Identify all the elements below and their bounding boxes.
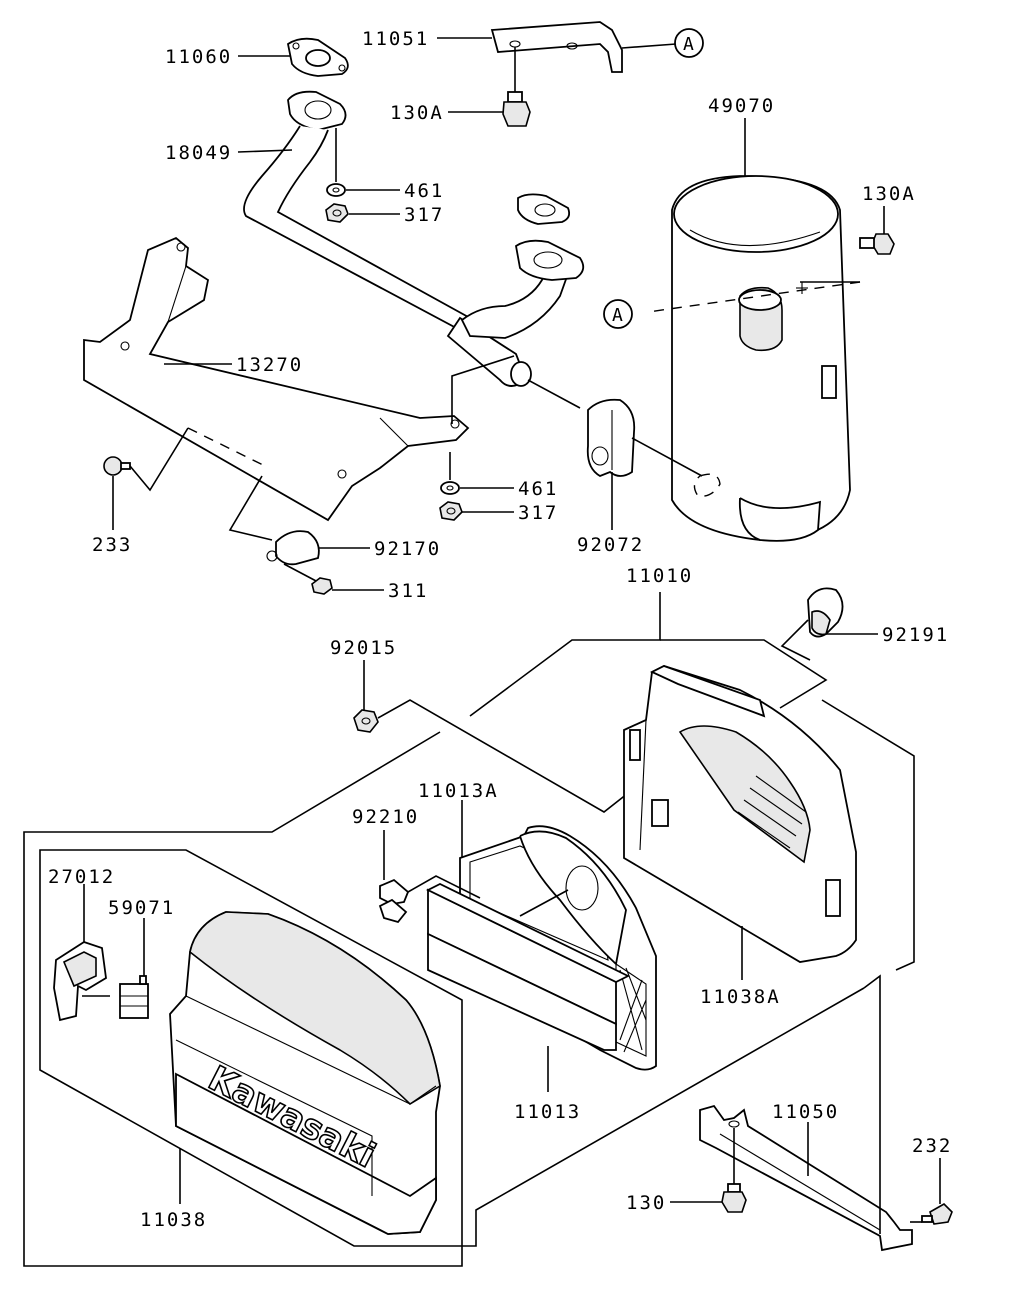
label-311: 311 bbox=[388, 580, 428, 602]
label-27012: 27012 bbox=[48, 866, 115, 888]
gasket-11060 bbox=[286, 37, 349, 77]
bolt-130a-right bbox=[859, 233, 895, 255]
callout-a-top bbox=[674, 28, 704, 58]
screw-232 bbox=[921, 1203, 953, 1225]
bolt-130 bbox=[721, 1183, 747, 1213]
clamp-92072 bbox=[586, 398, 636, 477]
label-130a-top: 130A bbox=[390, 102, 444, 124]
label-11050: 11050 bbox=[772, 1101, 839, 1123]
clip-92210 bbox=[378, 878, 410, 924]
label-11010: 11010 bbox=[626, 565, 693, 587]
hinge-59071 bbox=[119, 975, 149, 1019]
label-18049: 18049 bbox=[165, 142, 232, 164]
label-92191: 92191 bbox=[882, 624, 949, 646]
callout-a-mid-letter: A bbox=[612, 305, 623, 326]
label-11060: 11060 bbox=[165, 46, 232, 68]
air-cleaner-cover-11038: Kawasaki bbox=[169, 911, 441, 1235]
label-92170: 92170 bbox=[374, 538, 441, 560]
air-cleaner-base-11038a bbox=[623, 665, 857, 963]
label-317-mid: 317 bbox=[518, 502, 558, 524]
label-317-top: 317 bbox=[404, 204, 444, 226]
label-92015: 92015 bbox=[330, 637, 397, 659]
label-130a-right: 130A bbox=[862, 183, 916, 205]
label-13270: 13270 bbox=[236, 354, 303, 376]
label-11038: 11038 bbox=[140, 1209, 207, 1231]
screw-233 bbox=[103, 456, 131, 476]
clamp-92170 bbox=[266, 530, 320, 566]
label-49070: 49070 bbox=[708, 95, 775, 117]
label-11051: 11051 bbox=[362, 28, 429, 50]
label-92072: 92072 bbox=[577, 534, 644, 556]
heat-shield-13270 bbox=[83, 236, 470, 522]
label-461-top: 461 bbox=[404, 180, 444, 202]
callout-a-top-letter: A bbox=[683, 34, 694, 55]
label-11013a: 11013A bbox=[418, 780, 499, 802]
nut-311 bbox=[311, 577, 333, 595]
bracket-11050 bbox=[699, 1104, 913, 1252]
label-59071: 59071 bbox=[108, 897, 175, 919]
callout-a-mid bbox=[603, 299, 633, 329]
label-11038a: 11038A bbox=[700, 986, 781, 1008]
pre-filter-11013 bbox=[425, 882, 631, 1051]
label-11013: 11013 bbox=[514, 1101, 581, 1123]
washer-461-top bbox=[326, 183, 346, 197]
label-130: 130 bbox=[626, 1192, 666, 1214]
label-461-mid: 461 bbox=[518, 478, 558, 500]
label-233: 233 bbox=[92, 534, 132, 556]
exhaust-pipe-18049 bbox=[243, 90, 585, 387]
nut-317-top bbox=[325, 203, 349, 223]
nut-317-mid bbox=[439, 501, 463, 521]
label-232: 232 bbox=[912, 1135, 952, 1157]
bolt-130a-top bbox=[502, 91, 531, 127]
washer-461-mid bbox=[440, 481, 460, 495]
nut-92015 bbox=[353, 709, 379, 733]
label-92210: 92210 bbox=[352, 806, 419, 828]
bracket-11051 bbox=[490, 21, 623, 73]
clip-92191 bbox=[807, 587, 844, 638]
muffler-49070 bbox=[671, 175, 851, 542]
latch-27012 bbox=[53, 941, 107, 1022]
